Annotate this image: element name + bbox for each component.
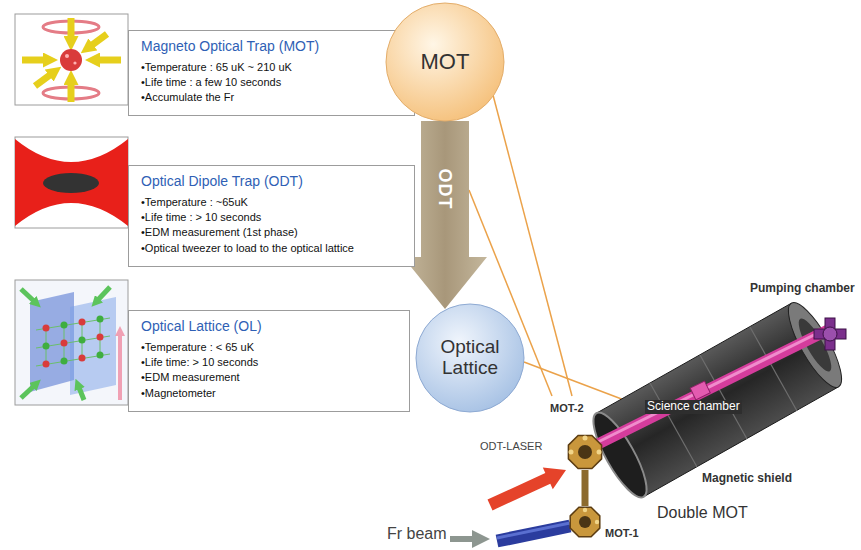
apparatus-drawing (690, 381, 710, 400)
apparatus-drawing (650, 327, 797, 467)
apparatus-drawing (579, 516, 591, 528)
trap-panel: Optical Dipole Trap (ODT) •Temperature : … (128, 165, 415, 267)
lattice-illustration (43, 343, 50, 350)
mot-illustration (65, 54, 69, 58)
mot-illustration (15, 14, 128, 105)
text-group: Magneto Optical Trap (MOT) •Temperature :… (141, 38, 404, 106)
apparatus-drawing (488, 468, 567, 511)
part-label: Magnetic shield (700, 472, 794, 486)
part-label: MOT-1 (603, 527, 641, 540)
panel-bullet: •Magnetometer (141, 386, 399, 401)
odt-illustration (43, 173, 99, 193)
part-label: Double MOT (655, 504, 750, 522)
lattice-illustration (97, 352, 104, 359)
lattice-illustration (70, 297, 116, 395)
apparatus-drawing (570, 507, 600, 537)
panel-bullet: •Life time: > 10 seconds (141, 355, 399, 370)
odt-illustration (15, 137, 128, 228)
apparatus-drawing (583, 436, 588, 441)
lattice-illustration (97, 334, 104, 341)
apparatus-drawing (823, 327, 837, 341)
panel-bullet: •Temperature : < 65 uK (141, 340, 399, 355)
lattice-illustration (61, 340, 68, 347)
panel-title: Optical Dipole Trap (ODT) (141, 173, 404, 191)
lattice-illustration (30, 292, 74, 392)
circle-label: MOT (421, 50, 470, 74)
lattice-illustration (78, 385, 84, 400)
lattice-illustration (79, 319, 86, 326)
arrow-label: ODT (436, 169, 454, 210)
panel-bullet: •Temperature : 65 uK ~ 210 uK (141, 60, 404, 75)
apparatus-drawing (568, 435, 601, 468)
apparatus-drawing (595, 520, 599, 524)
lattice-illustration (79, 355, 86, 362)
apparatus-drawing (590, 330, 828, 448)
lattice-illustration (79, 337, 86, 344)
apparatus-drawing (590, 328, 828, 446)
apparatus-drawing (583, 508, 587, 512)
circle-outline (386, 3, 504, 121)
text-group: Optical Dipole Trap (ODT) •Temperature : … (141, 173, 404, 256)
part-label: MOT-2 (548, 402, 586, 415)
mot-illustration (68, 18, 75, 42)
mot-illustration (94, 57, 121, 64)
part-label: ODT-LASER (478, 440, 544, 453)
circle-label: Optical Lattice (428, 337, 512, 379)
lattice-illustration (43, 361, 50, 368)
panel-bullet: •Life time : > 10 seconds (141, 210, 404, 225)
lattice-illustration (36, 318, 110, 366)
panel-title: Magneto Optical Trap (MOT) (141, 38, 404, 56)
circle-outline (416, 304, 524, 412)
odt-illustration (15, 139, 128, 226)
panel-bullet: •Optical tweezer to load to the optical … (141, 241, 404, 256)
stage-circle: MOT (385, 2, 505, 122)
text-group: MOT (385, 2, 505, 122)
text-group: Optical Lattice (415, 303, 525, 413)
text-group: Optical Lattice (OL) •Temperature : < 65 … (141, 318, 399, 401)
part-label: Fr beam (385, 525, 449, 543)
apparatus-drawing (578, 445, 592, 459)
panel-bullet: •Temperature : ~65uK (141, 195, 404, 210)
mot-illustration (22, 57, 49, 64)
panel-bullet: •Life time : a few 10 seconds (141, 75, 404, 90)
lattice-illustration (61, 322, 68, 329)
apparatus-drawing (450, 530, 490, 548)
mot-illustration (60, 49, 82, 71)
mot-illustration (73, 61, 76, 64)
lattice-illustration (43, 316, 104, 368)
panel-bullet: •EDM measurement (141, 370, 399, 385)
apparatus-drawing (582, 470, 589, 506)
mot-illustration (35, 72, 54, 86)
stage-circle: Optical Lattice (415, 303, 525, 413)
lattice-illustration (97, 316, 104, 323)
apparatus-drawing (569, 450, 574, 455)
transfer-arrow (403, 121, 487, 309)
lattice-illustration (15, 280, 128, 405)
lattice-illustration (21, 384, 36, 398)
panel-bullet: •Accumulate the Fr (141, 90, 404, 105)
trap-panel: Optical Lattice (OL) •Temperature : < 65 … (128, 310, 410, 412)
part-label: Pumping chamber (748, 282, 857, 296)
lattice-illustration (15, 280, 128, 405)
panel-bullet: •EDM measurement (1st phase) (141, 225, 404, 240)
mot-illustration (15, 14, 128, 105)
part-label: Science chamber (645, 400, 742, 414)
mot-illustration (88, 34, 107, 48)
lattice-illustration (96, 287, 110, 302)
lattice-illustration (61, 358, 68, 365)
lattice-illustration (118, 332, 122, 400)
lattice-illustration (43, 325, 50, 332)
apparatus-drawing (497, 523, 570, 538)
lattice-illustration (21, 289, 36, 303)
apparatus-drawing (497, 526, 570, 541)
mot-illustration (68, 79, 75, 102)
apparatus-drawing (597, 450, 602, 455)
trap-panel: Magneto Optical Trap (MOT) •Temperature :… (128, 30, 415, 116)
panel-title: Optical Lattice (OL) (141, 318, 399, 336)
odt-illustration (15, 137, 128, 228)
